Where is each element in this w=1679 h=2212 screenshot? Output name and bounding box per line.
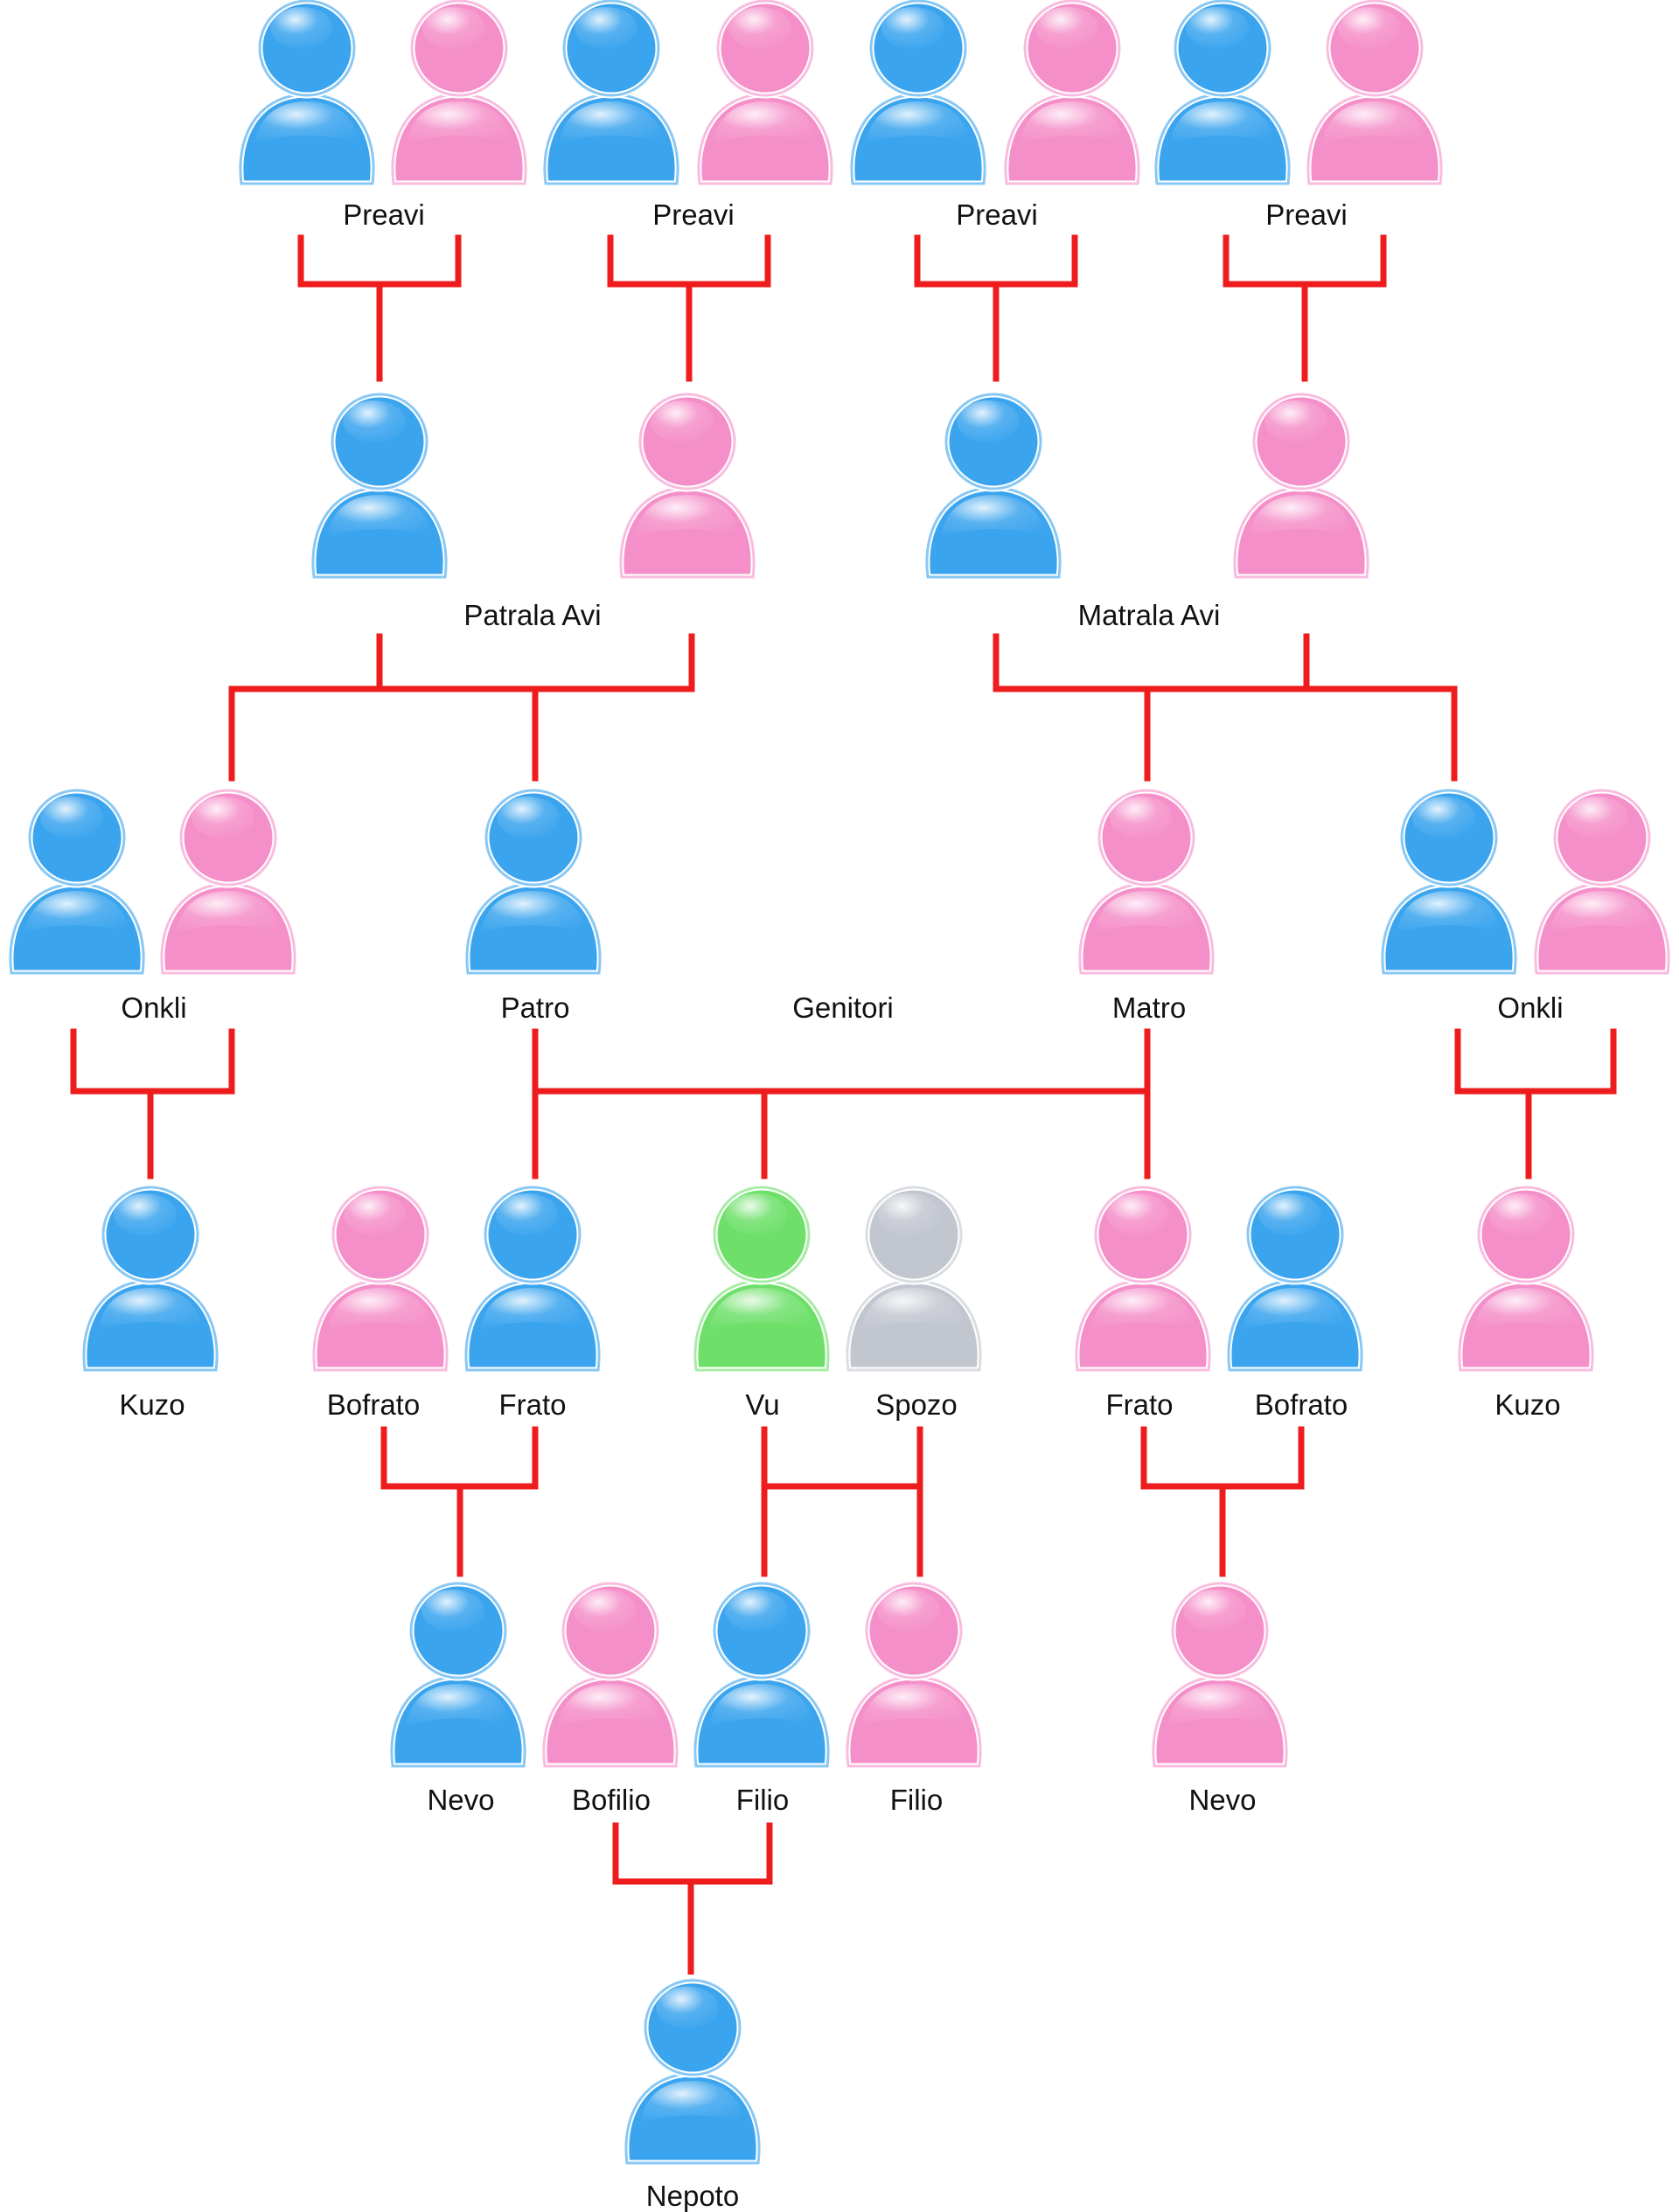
label-nevo: Nevo [427, 1784, 494, 1816]
label-genitori: Genitori [792, 991, 894, 1024]
label-nevo: Nevo [1188, 1784, 1256, 1816]
label-filio: Filio [736, 1784, 790, 1816]
person-icon [847, 1583, 980, 1766]
label-patrala-avi: Patrala Avi [463, 599, 601, 631]
person-icon [313, 394, 446, 577]
person-icon [1076, 1187, 1209, 1370]
connector-preavi-3 [914, 234, 1078, 382]
connector-lines [70, 234, 1617, 1975]
connector-genitori [532, 1028, 1151, 1179]
person-icon [699, 1, 832, 184]
person-icon [852, 1, 985, 184]
label-patro: Patro [501, 991, 570, 1024]
person-icon [847, 1187, 980, 1370]
person-icon [393, 1, 526, 184]
person-icon [1006, 1, 1139, 184]
label-kuzo: Kuzo [1494, 1388, 1560, 1421]
label-frato: Frato [498, 1388, 566, 1421]
label-bofrato: Bofrato [327, 1388, 420, 1421]
label-onkli: Onkli [121, 991, 186, 1024]
person-icon [1235, 394, 1368, 577]
person-icon [544, 1583, 677, 1766]
label-matro: Matro [1112, 991, 1186, 1024]
label-preavi: Preavi [956, 198, 1038, 231]
person-icon [927, 394, 1060, 577]
person-icon [466, 1187, 599, 1370]
people [10, 1, 1669, 2163]
connector-patrala-avi [228, 633, 695, 782]
connector-matrala-avi [993, 633, 1458, 782]
person-icon [695, 1583, 828, 1766]
label-bofilio: Bofilio [572, 1784, 651, 1816]
person-icon [1308, 1, 1441, 184]
person-icon [1536, 790, 1669, 973]
label-matrala-avi: Matrala Avi [1078, 599, 1221, 631]
person-icon [1153, 1583, 1286, 1766]
person-icon [695, 1187, 828, 1370]
person-icon [1080, 790, 1213, 973]
person-icon [1156, 1, 1289, 184]
label-preavi: Preavi [1265, 198, 1348, 231]
connector-preavi-2 [607, 234, 771, 382]
person-icon [1383, 790, 1515, 973]
person-icon [621, 394, 754, 577]
connector-vu-spozo [761, 1426, 923, 1577]
person-icon [626, 1980, 759, 2163]
label-spozo: Spozo [875, 1388, 958, 1421]
person-icon [545, 1, 678, 184]
connector-preavi-4 [1223, 234, 1387, 382]
connector-filio [612, 1822, 773, 1975]
label-kuzo: Kuzo [119, 1388, 185, 1421]
label-vu: Vu [745, 1388, 779, 1421]
connector-onkli-2 [1454, 1028, 1617, 1179]
person-icon [162, 790, 295, 973]
label-bofrato: Bofrato [1255, 1388, 1348, 1421]
person-icon [10, 790, 143, 973]
label-filio: Filio [890, 1784, 944, 1816]
connector-frato-1 [380, 1426, 539, 1577]
person-icon [1460, 1187, 1592, 1370]
label-onkli: Onkli [1497, 991, 1563, 1024]
connector-frato-2 [1140, 1426, 1305, 1577]
label-nepoto: Nepoto [646, 2180, 739, 2212]
person-icon [1229, 1187, 1362, 1370]
labels: Preavi Preavi Preavi Preavi Patrala Avi … [119, 198, 1563, 2212]
person-icon [240, 1, 373, 184]
label-frato: Frato [1105, 1388, 1173, 1421]
label-preavi: Preavi [343, 198, 425, 231]
label-preavi: Preavi [652, 198, 735, 231]
connector-onkli-1 [70, 1028, 235, 1179]
person-icon [314, 1187, 447, 1370]
connector-preavi-1 [297, 234, 462, 382]
person-icon [84, 1187, 217, 1370]
person-icon [467, 790, 600, 973]
person-icon [392, 1583, 525, 1766]
